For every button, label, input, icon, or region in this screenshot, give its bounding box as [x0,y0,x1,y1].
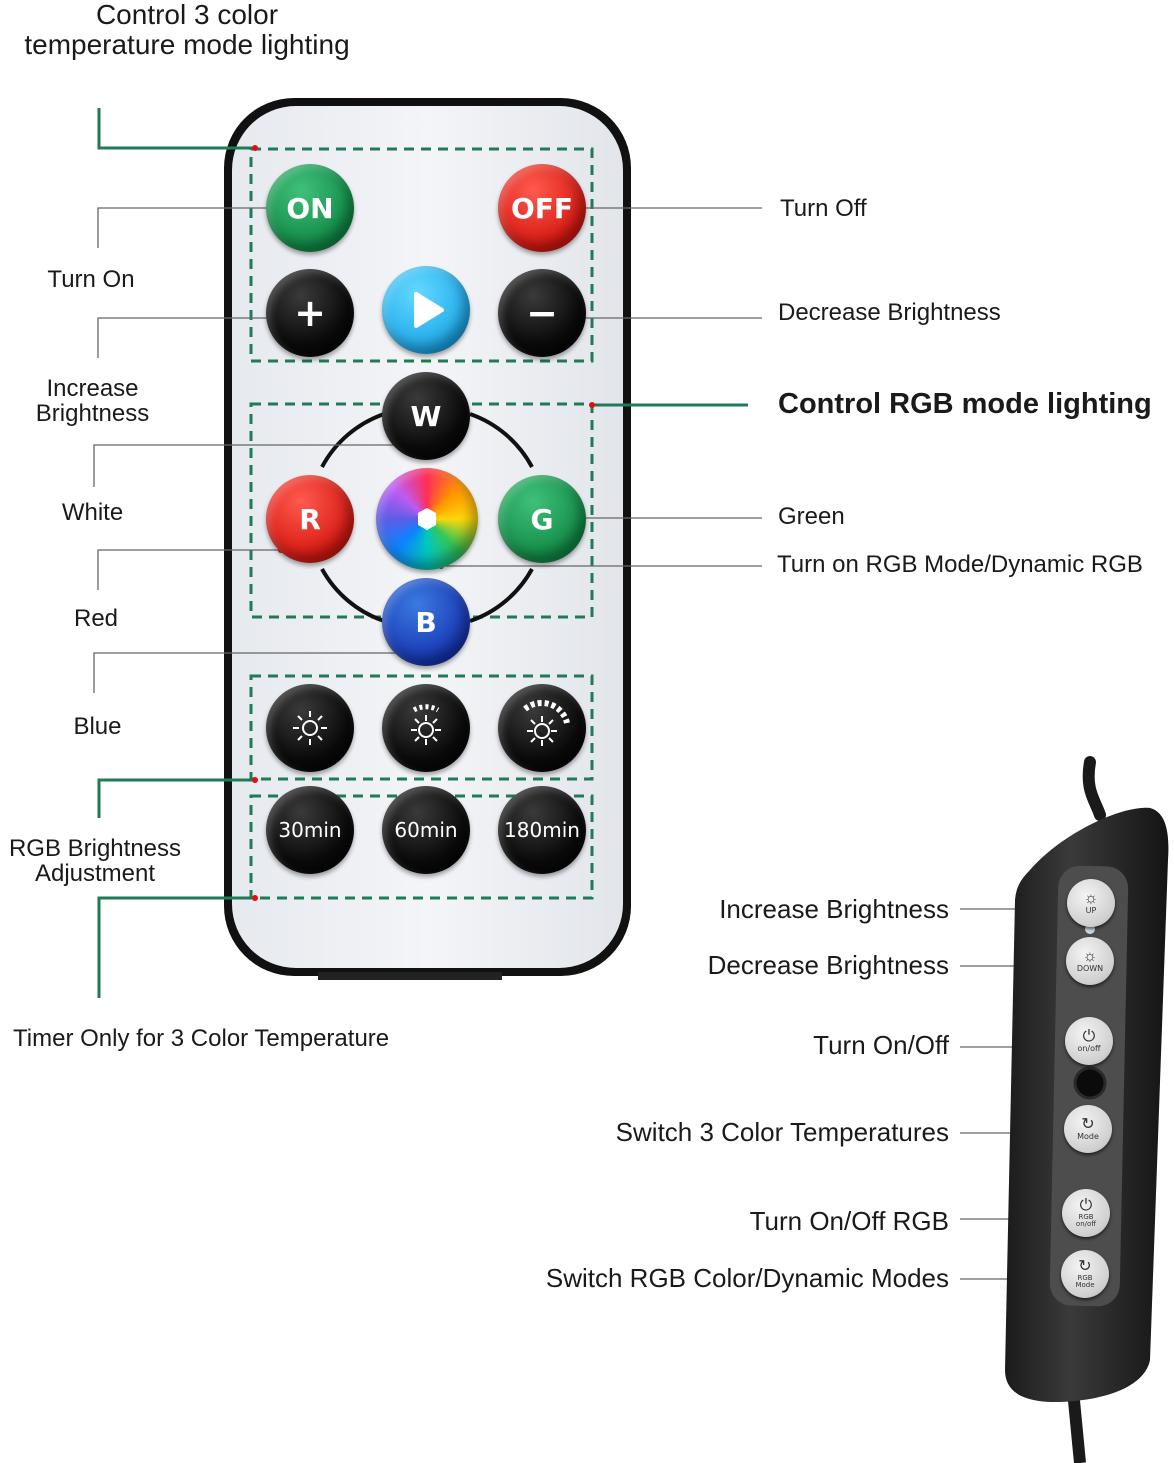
controller-down-button[interactable]: ☼ DOWN [1066,937,1114,985]
controller-power-caption: on/off [1077,1044,1101,1053]
red-button[interactable]: R [266,475,354,563]
on-button-label: ON [286,191,334,225]
controller-label-switch-temps: Switch 3 Color Temperatures [615,1117,949,1147]
rgb-ring [320,412,534,623]
label-timer: Timer Only for 3 Color Temperature [13,1025,390,1052]
power-icon: ⏻ [1082,1028,1096,1045]
group-rgb-brightness-box [249,674,594,781]
controller-label-switch-rgb: Switch RGB Color/Dynamic Modes [545,1263,949,1293]
label-rgb-brightness: RGB Brightness Adjustment [8,835,182,887]
off-button-label: OFF [510,191,574,225]
green-button[interactable]: G [498,475,586,563]
controller-up-caption: UP [1085,906,1097,915]
decrease-brightness-button[interactable]: − [498,269,586,357]
controller-rgb-mode-caption: RGB Mode [1075,1274,1095,1289]
sun-icon: ☼ [1083,890,1099,907]
sun-icon [411,704,441,745]
timer-180-button[interactable]: 180min [498,786,586,874]
label-red: Red [73,605,119,632]
play-icon [414,292,444,328]
sun-icon [523,700,570,746]
controller-rgb-mode-button[interactable]: ↻ RGB Mode [1061,1250,1109,1298]
label-increase-brightness: Increase Brightness [35,375,150,427]
w-label: W [410,399,442,433]
timer-60-label: 60min [394,818,458,842]
controller-label-onoff: Turn On/Off [813,1030,949,1060]
sun-icon [293,711,327,745]
timer-30-button[interactable]: 30min [266,786,354,874]
rgb-mode-button[interactable] [376,468,478,570]
timer-60-button[interactable]: 60min [382,786,470,874]
minus-label: − [526,291,558,335]
group-3color-box [249,147,594,363]
label-turn-off: Turn Off [780,195,867,222]
group-guides [97,108,748,998]
rgb-brightness-low-button[interactable] [266,684,354,772]
refresh-icon: ↻ [1078,1258,1092,1275]
sun-icon: ☼ [1082,948,1098,965]
label-turn-on: Turn On [47,266,135,293]
g-label: G [530,502,554,536]
label-decrease-brightness: Decrease Brightness [778,299,1001,326]
three-color-title: Control 3 color temperature mode lightin… [24,0,350,60]
rgb-brightness-high-button[interactable] [498,684,586,772]
controller-rgb-power-caption: RGB on/off [1075,1213,1097,1228]
timer-180-label: 180min [504,818,580,842]
power-icon: ⏻ [1079,1197,1093,1214]
on-button[interactable]: ON [266,164,354,252]
increase-brightness-button[interactable]: + [266,269,354,357]
plus-label: + [294,291,326,335]
controller-label-rgb-onoff: Turn On/Off RGB [749,1206,949,1236]
r-label: R [299,502,321,536]
play-button[interactable] [382,266,470,354]
label-white: White [61,499,124,526]
label-green: Green [778,503,845,530]
remote-foot [318,972,502,980]
b-label: B [415,605,437,639]
color-wheel-icon [418,508,436,530]
controller-mode-button[interactable]: ↻ Mode [1064,1105,1112,1153]
controller-label-decrease: Decrease Brightness [707,950,949,980]
rgb-mode-title: Control RGB mode lighting [778,388,1152,420]
timer-30-label: 30min [278,818,342,842]
controller-sensor [1073,1066,1107,1100]
controller-down-caption: DOWN [1076,964,1104,973]
controller-power-button[interactable]: ⏻ on/off [1065,1017,1113,1065]
rgb-brightness-mid-button[interactable] [382,684,470,772]
white-button[interactable]: W [382,372,470,460]
label-rgb-mode: Turn on RGB Mode/Dynamic RGB [777,551,1143,578]
controller-label-increase: Increase Brightness [719,894,949,924]
off-button[interactable]: OFF [498,164,586,252]
controller-rgb-power-button[interactable]: ⏻ RGB on/off [1062,1189,1110,1237]
label-blue: Blue [73,713,122,740]
controller-up-button[interactable]: ☼ UP [1067,879,1115,927]
controller-mode-caption: Mode [1077,1132,1099,1141]
controller-cable-top [1082,756,1106,821]
blue-button[interactable]: B [382,578,470,666]
refresh-icon: ↻ [1081,1116,1095,1133]
